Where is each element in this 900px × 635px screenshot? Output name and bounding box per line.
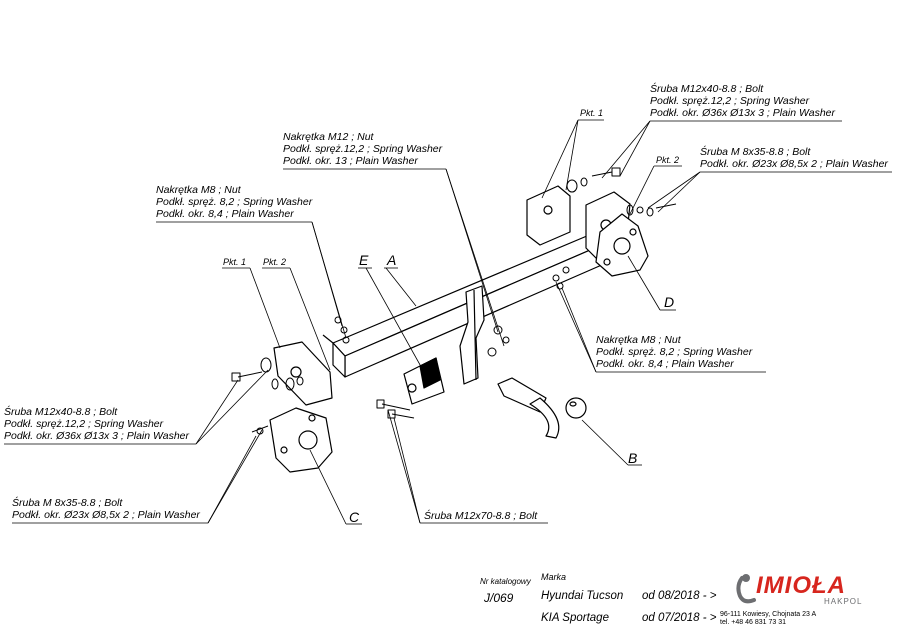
brand-label: Marka xyxy=(541,572,567,582)
nut-m8-right-line1: Nakrętka M8 ; Nut xyxy=(596,334,681,346)
bolt-m8-top-line2: Podkł. okr. Ø23x Ø8,5x 2 ; Plain Washer xyxy=(700,158,888,170)
logo-text: IMIOŁA xyxy=(756,572,846,599)
nut-m12-callout: Nakrętka M12 ; Nut Podkł. spręż.12,2 ; S… xyxy=(283,131,442,167)
leader-lines xyxy=(4,119,892,525)
bolt-m8-top-callout: Śruba M 8x35-8.8 ; Bolt Podkł. okr. Ø23x… xyxy=(700,146,888,170)
company-address: 96-111 Kowiesy, Chojnata 23 A tel. +48 4… xyxy=(720,611,816,627)
bolt-m12x40-left-line1: Śruba M12x40-8.8 ; Bolt xyxy=(4,406,118,418)
side-plate-d xyxy=(595,213,649,277)
bolt-m8-left-callout: Śruba M 8x35-8.8 ; Bolt Podkł. okr. Ø23x… xyxy=(12,497,200,521)
bolt-m12x40-top-line3: Podkł. okr. Ø36x Ø13x 3 ; Plain Washer xyxy=(650,107,836,119)
vehicle-2-date: od 07/2018 - > xyxy=(642,612,717,624)
nut-m12-line3: Podkł. okr. 13 ; Plain Washer xyxy=(283,155,418,167)
address-line-2: tel. +48 46 831 73 31 xyxy=(720,619,786,626)
side-plate-c xyxy=(269,407,333,473)
nut-m8-right-line2: Podkł. spręż. 8,2 ; Spring Washer xyxy=(596,346,753,358)
nut-m8-right-line3: Podkł. okr. 8,4 ; Plain Washer xyxy=(596,358,734,370)
imiola-logo: IMIOŁA HAKPOL xyxy=(734,572,874,606)
nut-m8-right-callout: Nakrętka M8 ; Nut Podkł. spręż. 8,2 ; Sp… xyxy=(596,334,752,370)
part-letter-a: A xyxy=(387,252,397,268)
part-letter-e: E xyxy=(359,252,369,268)
pkt1-left-label: Pkt. 1 xyxy=(223,257,247,267)
bolt-m12x40-top-callout: Śruba M12x40-8.8 ; Bolt Podkł. spręż.12,… xyxy=(650,83,835,119)
left-end-bracket xyxy=(273,341,333,406)
part-letter-d: D xyxy=(664,294,675,310)
bolt-m12x40-left-line3: Podkł. okr. Ø36x Ø13x 3 ; Plain Washer xyxy=(4,430,190,442)
address-line-1: 96-111 Kowiesy, Chojnata 23 A xyxy=(720,611,817,618)
socket-plate-e xyxy=(403,357,445,405)
pkt1-top-label: Pkt. 1 xyxy=(580,108,604,118)
nut-m12-line2: Podkł. spręż.12,2 ; Spring Washer xyxy=(283,143,443,155)
nut-m8-left-line3: Podkł. okr. 8,4 ; Plain Washer xyxy=(156,208,294,220)
ball-hook-b xyxy=(497,377,587,439)
bolt-m12x40-left-line2: Podkł. spręż.12,2 ; Spring Washer xyxy=(4,418,164,430)
part-letter-b: B xyxy=(628,450,638,466)
nut-m8-left-line2: Podkł. spręż. 8,2 ; Spring Washer xyxy=(156,196,313,208)
catalog-number: J/069 xyxy=(484,591,514,605)
part-letter-c: C xyxy=(349,509,360,525)
bolt-m12x70-callout: Śruba M12x70-8.8 ; Bolt xyxy=(424,510,538,522)
bolt-m8-left-line1: Śruba M 8x35-8.8 ; Bolt xyxy=(12,497,123,509)
bolt-m12x40-top-line2: Podkł. spręż.12,2 ; Spring Washer xyxy=(650,95,810,107)
bolt-m8-left-line2: Podkł. okr. Ø23x Ø8,5x 2 ; Plain Washer xyxy=(12,509,200,521)
pkt2-left-label: Pkt. 2 xyxy=(263,257,287,267)
logo-subtext: HAKPOL xyxy=(824,597,863,606)
vehicle-1-date: od 08/2018 - > xyxy=(642,590,717,602)
nut-m12-line1: Nakrętka M12 ; Nut xyxy=(283,131,374,143)
bolt-m12x40-top-line1: Śruba M12x40-8.8 ; Bolt xyxy=(650,83,764,95)
catalog-number-label: Nr katalogowy xyxy=(480,577,531,586)
imiola-hook-icon xyxy=(736,574,756,604)
nut-m8-left-line1: Nakrętka M8 ; Nut xyxy=(156,184,241,196)
pkt2-top-label: Pkt. 2 xyxy=(656,155,680,165)
nut-m8-left-callout: Nakrętka M8 ; Nut Podkł. spręż. 8,2 ; Sp… xyxy=(156,184,312,220)
vehicle-2-model: KIA Sportage xyxy=(541,612,609,624)
vehicle-1-model: Hyundai Tucson xyxy=(541,590,624,602)
center-bracket xyxy=(459,285,485,385)
bolt-m8-top-line1: Śruba M 8x35-8.8 ; Bolt xyxy=(700,146,811,158)
bolt-m12x40-left-callout: Śruba M12x40-8.8 ; Bolt Podkł. spręż.12,… xyxy=(4,406,189,442)
